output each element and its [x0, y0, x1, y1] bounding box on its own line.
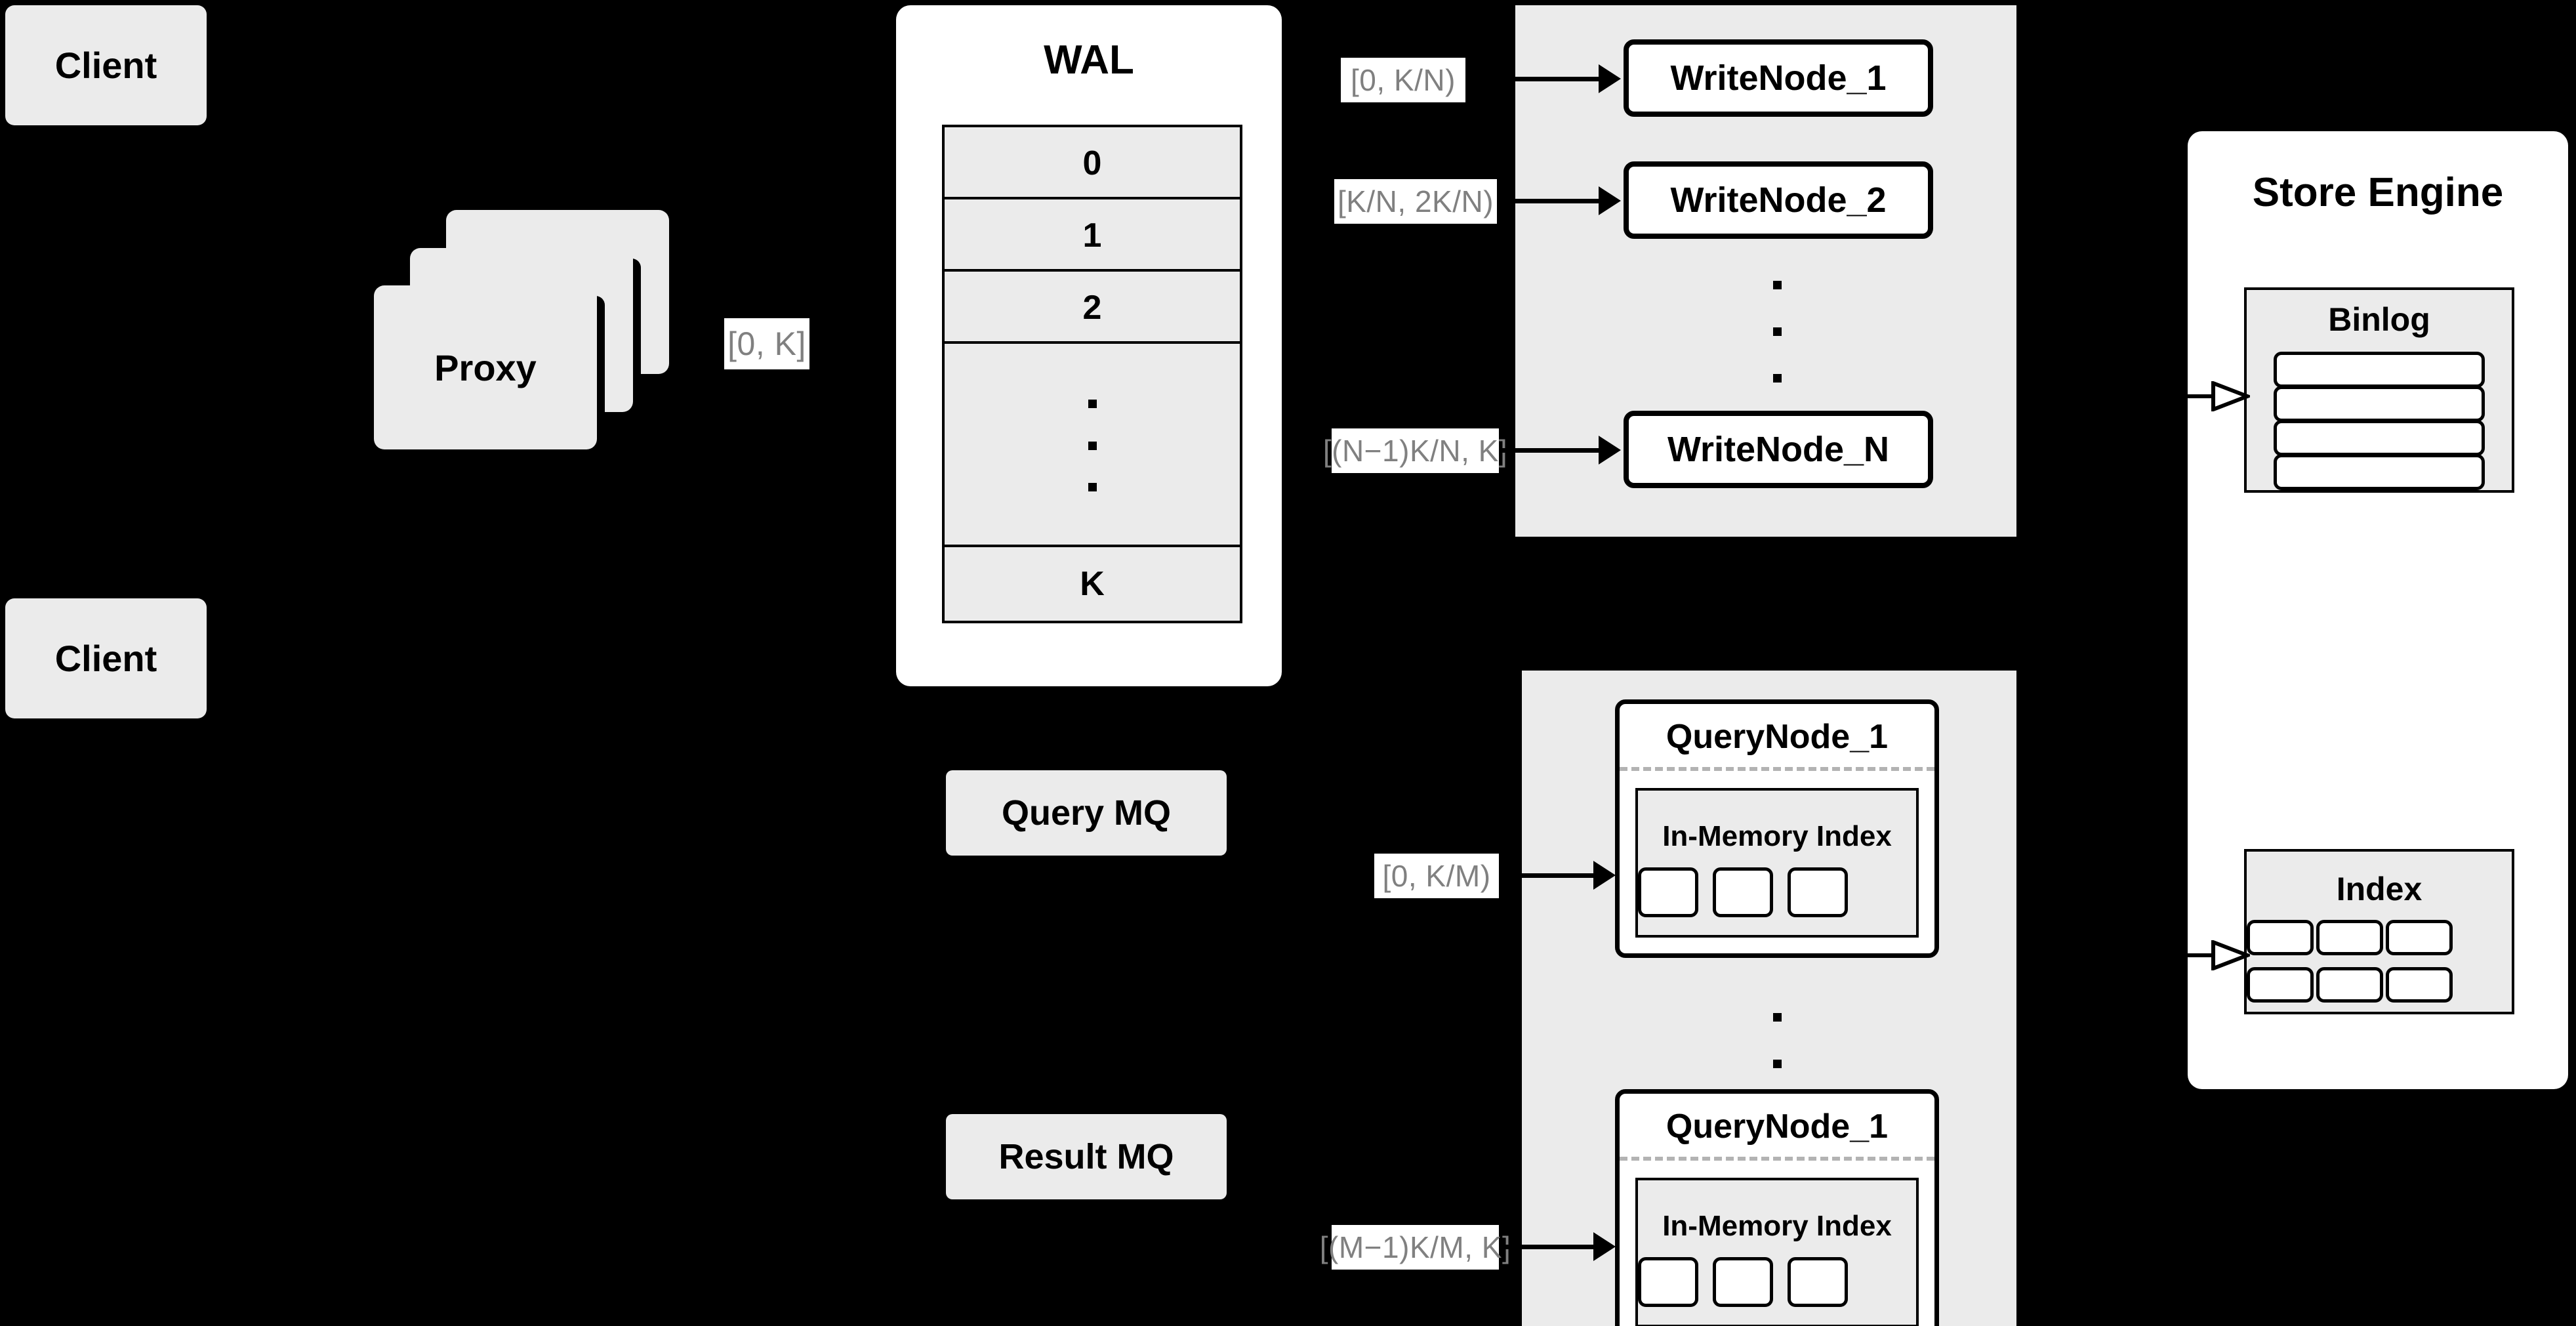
binlog-row-3[interactable]: [2274, 420, 2485, 456]
query-node-m-separator: [1620, 1157, 1934, 1161]
query-mq-box[interactable]: Query MQ: [946, 770, 1227, 856]
wal-entry-label-1: 1: [1082, 217, 1102, 255]
query-node-m-index-slot-row: [1638, 1257, 1848, 1307]
wal-entry-label-0: 0: [1082, 144, 1102, 182]
index-slot-4[interactable]: [2247, 967, 2314, 1003]
arrow-to-binlog: [2184, 381, 2250, 411]
arrow-to-index: [2184, 940, 2250, 970]
store-engine-panel: Store Engine Binlog Index: [2188, 131, 2568, 1089]
binlog-box[interactable]: Binlog: [2244, 287, 2514, 493]
proxy-card-front: Proxy: [374, 285, 597, 449]
write-node-2-label: WriteNode_2: [1670, 180, 1887, 220]
query-node-m-index-slot-1[interactable]: [1638, 1257, 1698, 1307]
query-mq-label: Query MQ: [1001, 793, 1172, 833]
result-mq-box[interactable]: Result MQ: [946, 1114, 1227, 1199]
write-cluster-vertical-ellipsis-icon: [1772, 281, 1782, 383]
wal-entry-list: 0 1 2 K: [942, 125, 1242, 631]
binlog-row-2[interactable]: [2274, 386, 2485, 422]
query-node-1-label: QueryNode_1: [1666, 718, 1889, 756]
write-node-n-label: WriteNode_N: [1667, 430, 1890, 469]
index-slot-2[interactable]: [2316, 920, 2383, 955]
query-node-m-index-slot-3[interactable]: [1788, 1257, 1848, 1307]
index-box[interactable]: Index: [2244, 849, 2514, 1014]
write-node-n-range-text: [(N−1)K/N, K]: [1322, 434, 1508, 468]
query-node-1-separator: [1620, 767, 1934, 771]
write-node-1-range-label: [0, K/N): [1341, 58, 1465, 102]
open-arrowhead-index-icon: [2211, 940, 2250, 970]
arrow-to-query-node-1: [1500, 873, 1593, 878]
write-node-1-range-text: [0, K/N): [1351, 63, 1456, 97]
query-node-m-index-title: In-Memory Index: [1662, 1210, 1892, 1242]
binlog-row-1[interactable]: [2274, 352, 2485, 388]
wal-title: WAL: [1044, 37, 1134, 83]
wal-entry-label-k: K: [1080, 565, 1105, 603]
arrowhead-to-write-node-1: [1599, 64, 1621, 93]
write-node-1[interactable]: WriteNode_1: [1624, 39, 1933, 117]
write-node-cluster: WriteNode_1 WriteNode_2 WriteNode_N: [1515, 5, 2016, 537]
index-slot-5[interactable]: [2316, 967, 2383, 1003]
write-node-n[interactable]: WriteNode_N: [1624, 411, 1933, 488]
query-node-1-index-slot-1[interactable]: [1638, 867, 1698, 917]
query-node-1-index-title: In-Memory Index: [1662, 820, 1892, 852]
client-box-1[interactable]: Client: [5, 5, 207, 125]
query-node-1-index-slot-2[interactable]: [1713, 867, 1773, 917]
proxy-label: Proxy: [434, 346, 537, 388]
wal-entry-1[interactable]: 1: [942, 197, 1242, 274]
wal-entry-label-2: 2: [1082, 289, 1102, 327]
query-node-1-index-slot-3[interactable]: [1788, 867, 1848, 917]
proxy-stack[interactable]: Proxy: [374, 210, 689, 449]
wal-vertical-ellipsis-icon: [1088, 400, 1097, 491]
write-node-2[interactable]: WriteNode_2: [1624, 161, 1933, 239]
client-label-2: Client: [54, 638, 157, 679]
query-node-m-range-text: [(M−1)K/M, K]: [1319, 1230, 1511, 1264]
query-node-1-index-slot-row: [1638, 867, 1848, 917]
query-node-1-inmemory-index[interactable]: In-Memory Index: [1635, 788, 1919, 938]
open-arrowhead-binlog-icon: [2211, 381, 2250, 411]
edge-label-proxy-to-wal: [0, K]: [724, 318, 809, 369]
client-label-1: Client: [54, 45, 157, 86]
query-node-1-range-label: [0, K/M): [1374, 854, 1499, 898]
client-box-2[interactable]: Client: [5, 598, 207, 718]
query-node-cluster: QueryNode_1 In-Memory Index QueryNode_1 …: [1522, 671, 2016, 1326]
write-node-n-range-label: [(N−1)K/N, K]: [1323, 428, 1507, 473]
wal-entry-ellipsis: [942, 341, 1242, 550]
query-node-m-label: QueryNode_1: [1666, 1108, 1889, 1146]
write-node-2-range-text: [K/N, 2K/N): [1337, 184, 1494, 218]
arrow-to-write-node-n: [1500, 448, 1599, 453]
query-node-1[interactable]: QueryNode_1 In-Memory Index: [1615, 699, 1939, 958]
query-node-m-inmemory-index[interactable]: In-Memory Index: [1635, 1178, 1919, 1326]
wal-entry-0[interactable]: 0: [942, 125, 1242, 202]
write-node-1-label: WriteNode_1: [1670, 58, 1887, 98]
arrow-to-query-node-m: [1500, 1245, 1593, 1249]
wal-panel: WAL 0 1 2 K: [896, 5, 1282, 686]
index-slot-3[interactable]: [2386, 920, 2453, 955]
binlog-row-4[interactable]: [2274, 454, 2485, 490]
arrowhead-to-write-node-2: [1599, 186, 1621, 215]
arrowhead-to-query-node-m: [1593, 1232, 1616, 1261]
write-node-2-range-label: [K/N, 2K/N): [1334, 179, 1497, 224]
query-node-m[interactable]: QueryNode_1 In-Memory Index: [1615, 1089, 1939, 1326]
store-engine-title: Store Engine: [2252, 170, 2504, 215]
wal-entry-k[interactable]: K: [942, 545, 1242, 623]
index-slot-6[interactable]: [2386, 967, 2453, 1003]
binlog-row-list: [2247, 352, 2512, 490]
arrow-to-write-node-2: [1498, 199, 1599, 203]
index-slot-grid: [2247, 920, 2453, 1003]
arrow-to-write-node-1: [1467, 77, 1599, 81]
wal-entry-2[interactable]: 2: [942, 269, 1242, 346]
binlog-title: Binlog: [2328, 301, 2430, 338]
edge-label-text: [0, K]: [727, 325, 806, 362]
result-mq-label: Result MQ: [998, 1137, 1174, 1176]
arrowhead-to-write-node-n: [1599, 436, 1621, 465]
query-node-m-range-label: [(M−1)K/M, K]: [1320, 1225, 1511, 1270]
index-slot-1[interactable]: [2247, 920, 2314, 955]
index-title: Index: [2336, 871, 2423, 907]
arrowhead-to-query-node-1: [1593, 861, 1616, 890]
query-node-m-index-slot-2[interactable]: [1713, 1257, 1773, 1307]
query-node-1-range-text: [0, K/M): [1382, 859, 1491, 893]
